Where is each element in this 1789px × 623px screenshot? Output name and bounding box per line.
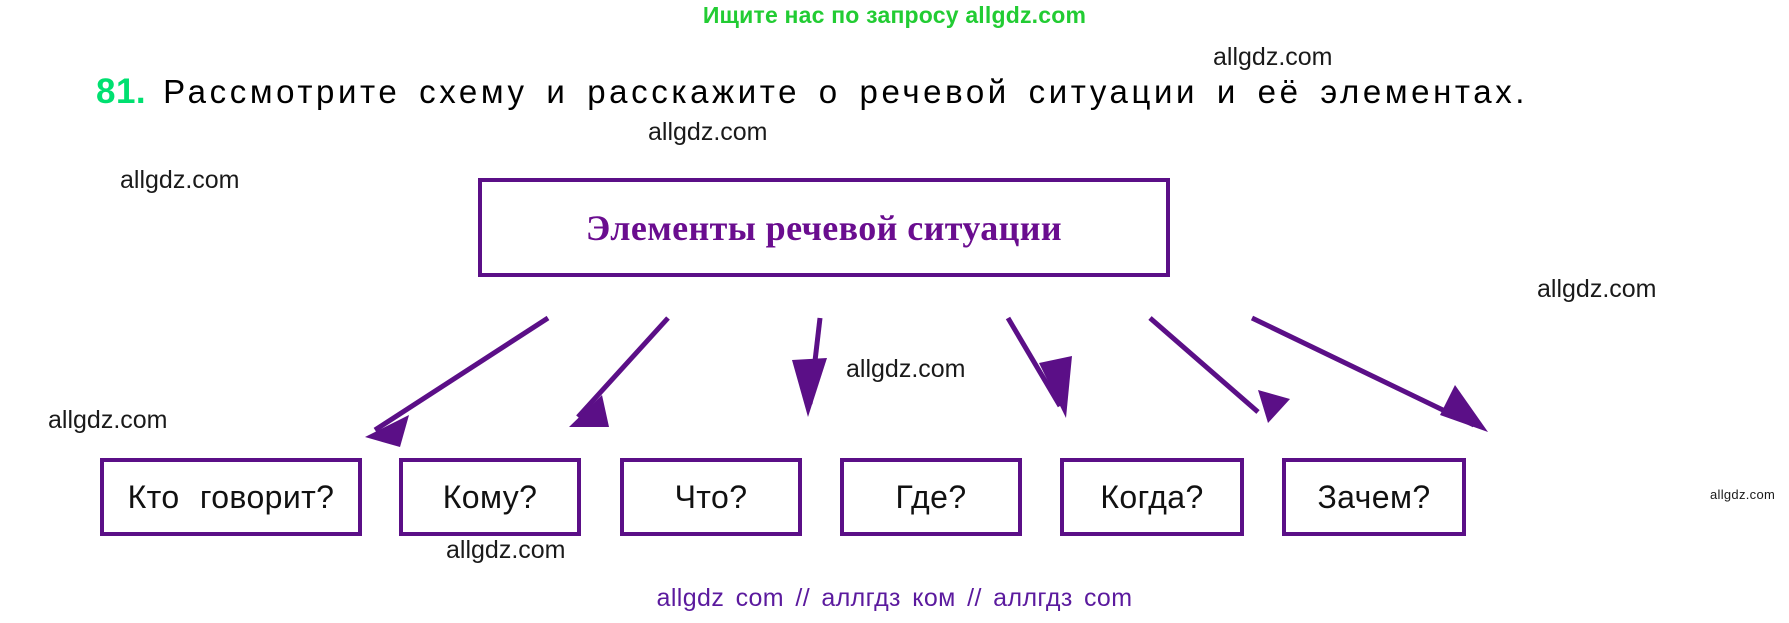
connector-arrow-3 xyxy=(792,317,827,417)
watermark-allgdz-8-small: allgdz.com xyxy=(1710,487,1776,502)
diagram-root-node[interactable]: Элементы речевой ситуации xyxy=(478,178,1170,277)
promo-banner-text: Ищите нас по запросу allgdz.com xyxy=(702,2,1087,28)
diagram-leaf-label: Зачем? xyxy=(1317,478,1431,515)
exercise-heading: 81. Рассмотрите схему и расскажите о реч… xyxy=(96,72,1696,112)
connector-arrow-2 xyxy=(569,316,670,427)
connector-arrow-1 xyxy=(365,315,550,447)
diagram-leaf-label: Когда? xyxy=(1100,478,1204,515)
connector-arrow-6 xyxy=(1250,315,1488,432)
watermark-allgdz-2: allgdz.com xyxy=(648,118,768,146)
connector-arrow-5 xyxy=(1148,316,1290,423)
watermark-allgdz-7: allgdz.com xyxy=(446,536,566,564)
diagram-leaf-label: Кому? xyxy=(442,478,538,515)
diagram-root-label: Элементы речевой ситуации xyxy=(585,207,1063,248)
watermark-allgdz-4: allgdz.com xyxy=(1537,275,1657,303)
diagram-leaf-zachem[interactable]: Зачем? xyxy=(1282,458,1466,536)
exercise-number: 81. xyxy=(96,72,147,111)
diagram-leaf-label: Кто говорит? xyxy=(127,478,335,515)
watermark-allgdz-5: allgdz.com xyxy=(48,406,168,434)
diagram-leaf-label: Что? xyxy=(674,478,748,515)
diagram-leaf-kogda[interactable]: Когда? xyxy=(1060,458,1244,536)
watermark-allgdz-1: allgdz.com xyxy=(1213,43,1333,71)
exercise-instruction-text: Рассмотрите схему и расскажите о речевой… xyxy=(163,73,1529,110)
diagram-leaf-gde[interactable]: Где? xyxy=(840,458,1022,536)
watermark-allgdz-6: allgdz.com xyxy=(846,355,966,383)
diagram-leaf-kto-govorit[interactable]: Кто говорит? xyxy=(100,458,362,536)
diagram-leaf-label: Где? xyxy=(895,478,967,515)
watermark-allgdz-3: allgdz.com xyxy=(120,166,240,194)
diagram-leaf-chto[interactable]: Что? xyxy=(620,458,802,536)
connector-arrow-4 xyxy=(1005,316,1072,418)
diagram-leaf-komu[interactable]: Кому? xyxy=(399,458,581,536)
footer-branding-text: allgdz com // аллгдз ком // аллгдз com xyxy=(656,584,1133,612)
